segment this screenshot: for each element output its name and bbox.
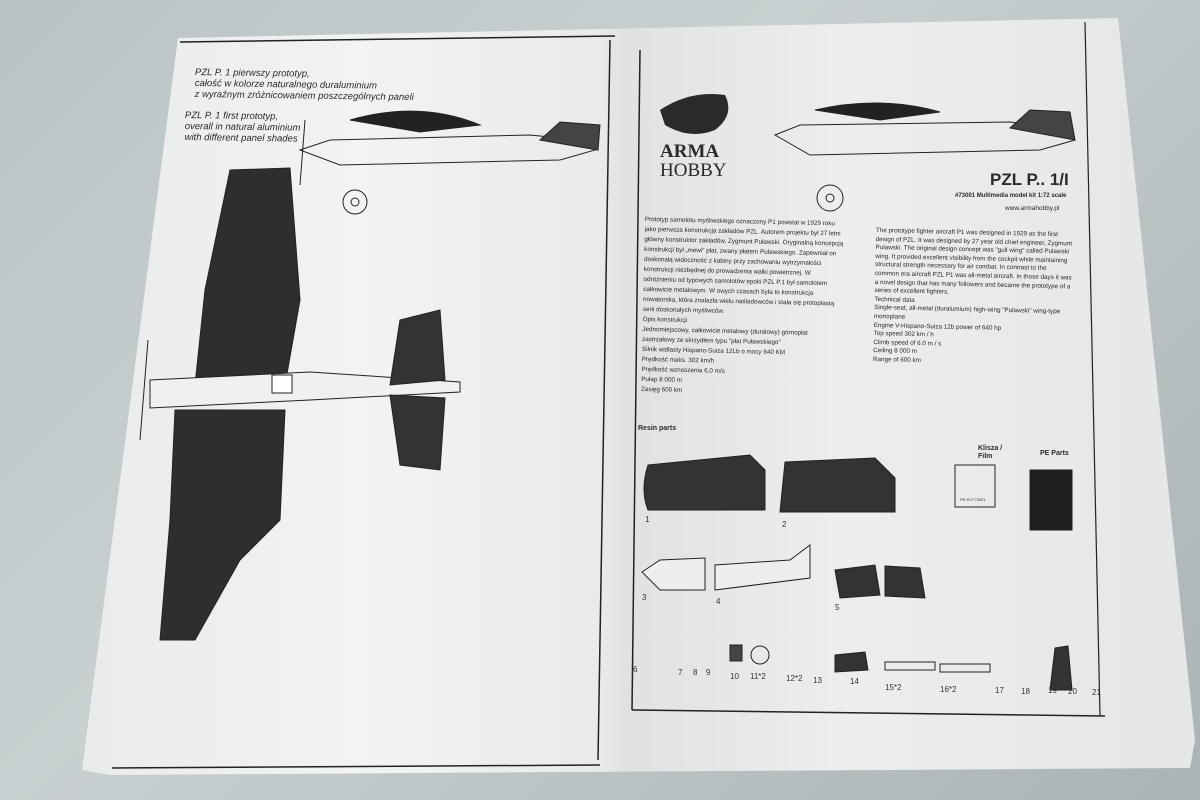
part-number: 2 (782, 520, 787, 529)
part-number: 8 (693, 668, 698, 677)
kit-title: PZL P.. 1/I (990, 170, 1069, 189)
caption-polish: PZL P. 1 pierwszy prototyp, całość w kol… (195, 67, 415, 104)
part-number: 12*2 (786, 674, 803, 683)
film-label: Klisza / Film (978, 445, 1002, 462)
right-right-rule (1084, 21, 1101, 717)
part-number: 1 (645, 515, 650, 524)
part-number: 6 (633, 665, 638, 674)
part-number: 17 (995, 686, 1004, 695)
pe-parts-label: PE Parts (1040, 450, 1069, 457)
part-number: 13 (813, 676, 822, 685)
film-label-line: Klisza / (978, 445, 1003, 452)
film-code: PE.PLF.73001 (960, 497, 986, 502)
left-top-rule (179, 35, 616, 43)
film-label-line: Film (978, 453, 993, 461)
left-right-rule (597, 39, 611, 761)
part-number: 20 (1068, 687, 1077, 696)
left-bottom-rule (111, 764, 601, 769)
side-view-aircraft-left (298, 110, 601, 215)
kit-subtitle: #73001 Multimedia model kit 1:72 scale (955, 193, 1067, 199)
right-left-rule (631, 49, 641, 711)
part-number: 19 (1048, 686, 1057, 695)
part-number: 9 (706, 668, 711, 677)
arma-hobby-logo-bird (660, 94, 729, 134)
website: www.armahobby.pl (1005, 205, 1060, 212)
caption-english: PZL P. 1 first prototyp, overall in natu… (185, 110, 301, 145)
logo-text: ARMA HOBBY (660, 142, 727, 180)
part-number: 16*2 (940, 685, 957, 694)
part-number: 5 (835, 603, 840, 612)
top-view-aircraft (139, 167, 461, 641)
right-bottom-rule (631, 709, 1106, 717)
side-view-aircraft-right (773, 102, 1077, 212)
part-number: 15*2 (885, 683, 902, 692)
resin-parts-label: Resin parts (638, 425, 677, 432)
logo-line: HOBBY (660, 160, 727, 181)
part-number: 11*2 (750, 672, 766, 681)
part-number: 7 (678, 668, 683, 677)
description-english: The prototype fighter aircraft P1 was de… (873, 227, 1073, 369)
part-number: 21 (1092, 688, 1101, 697)
part-number: 14 (850, 677, 859, 686)
resin-parts-drawings (641, 454, 1073, 691)
part-number: 3 (642, 593, 647, 602)
description-polish: Prototyp samolotu myśliwskiego oznaczony… (641, 215, 844, 399)
part-number: 4 (716, 597, 721, 606)
caption-line: with different panel shades (184, 132, 298, 145)
part-number: 18 (1021, 687, 1030, 696)
logo-line: ARMA (660, 141, 720, 162)
part-number: 10 (730, 672, 739, 681)
